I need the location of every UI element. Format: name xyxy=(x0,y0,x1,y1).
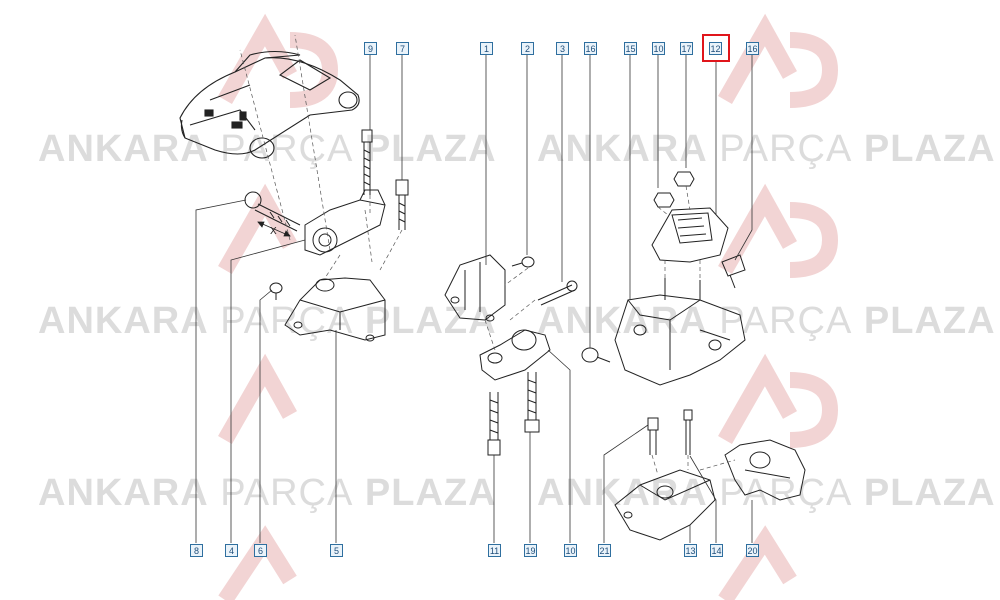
callout-8[interactable]: 8 xyxy=(190,544,203,557)
callout-14[interactable]: 14 xyxy=(710,544,723,557)
left-mount-parts xyxy=(244,129,409,342)
callout-1[interactable]: 1 xyxy=(480,42,493,55)
dimension-label: X xyxy=(270,226,277,237)
right-mount-parts xyxy=(444,171,806,541)
watermark: ANKARA PARÇA PLAZA xyxy=(38,300,497,342)
callout-4[interactable]: 4 xyxy=(225,544,238,557)
callout-3[interactable]: 3 xyxy=(556,42,569,55)
logo-watermark xyxy=(218,13,839,600)
watermark: ANKARA PARÇA PLAZA xyxy=(38,472,497,514)
callout-16-right[interactable]: 16 xyxy=(746,42,759,55)
callout-13[interactable]: 13 xyxy=(684,544,697,557)
callout-5[interactable]: 5 xyxy=(330,544,343,557)
highlight-box-12 xyxy=(702,34,730,62)
callout-19[interactable]: 19 xyxy=(524,544,537,557)
callout-2[interactable]: 2 xyxy=(521,42,534,55)
watermark: ANKARA PARÇA PLAZA xyxy=(537,128,996,170)
callout-10-bottom[interactable]: 10 xyxy=(564,544,577,557)
callout-6[interactable]: 6 xyxy=(254,544,267,557)
leader-lines xyxy=(195,55,753,543)
callout-15[interactable]: 15 xyxy=(624,42,637,55)
dimension-arrow xyxy=(257,221,291,237)
watermark: ANKARA PARÇA PLAZA xyxy=(537,472,996,514)
dashed-guides xyxy=(239,34,736,476)
callout-11[interactable]: 11 xyxy=(488,544,501,557)
callout-20[interactable]: 20 xyxy=(746,544,759,557)
callout-9[interactable]: 9 xyxy=(364,42,377,55)
callout-7[interactable]: 7 xyxy=(396,42,409,55)
callout-10[interactable]: 10 xyxy=(652,42,665,55)
car-illustration xyxy=(179,50,360,159)
callout-12[interactable]: 12 xyxy=(709,42,722,55)
watermark: ANKARA PARÇA PLAZA xyxy=(38,128,497,170)
callout-16[interactable]: 16 xyxy=(584,42,597,55)
callout-21[interactable]: 21 xyxy=(598,544,611,557)
callout-17[interactable]: 17 xyxy=(680,42,693,55)
